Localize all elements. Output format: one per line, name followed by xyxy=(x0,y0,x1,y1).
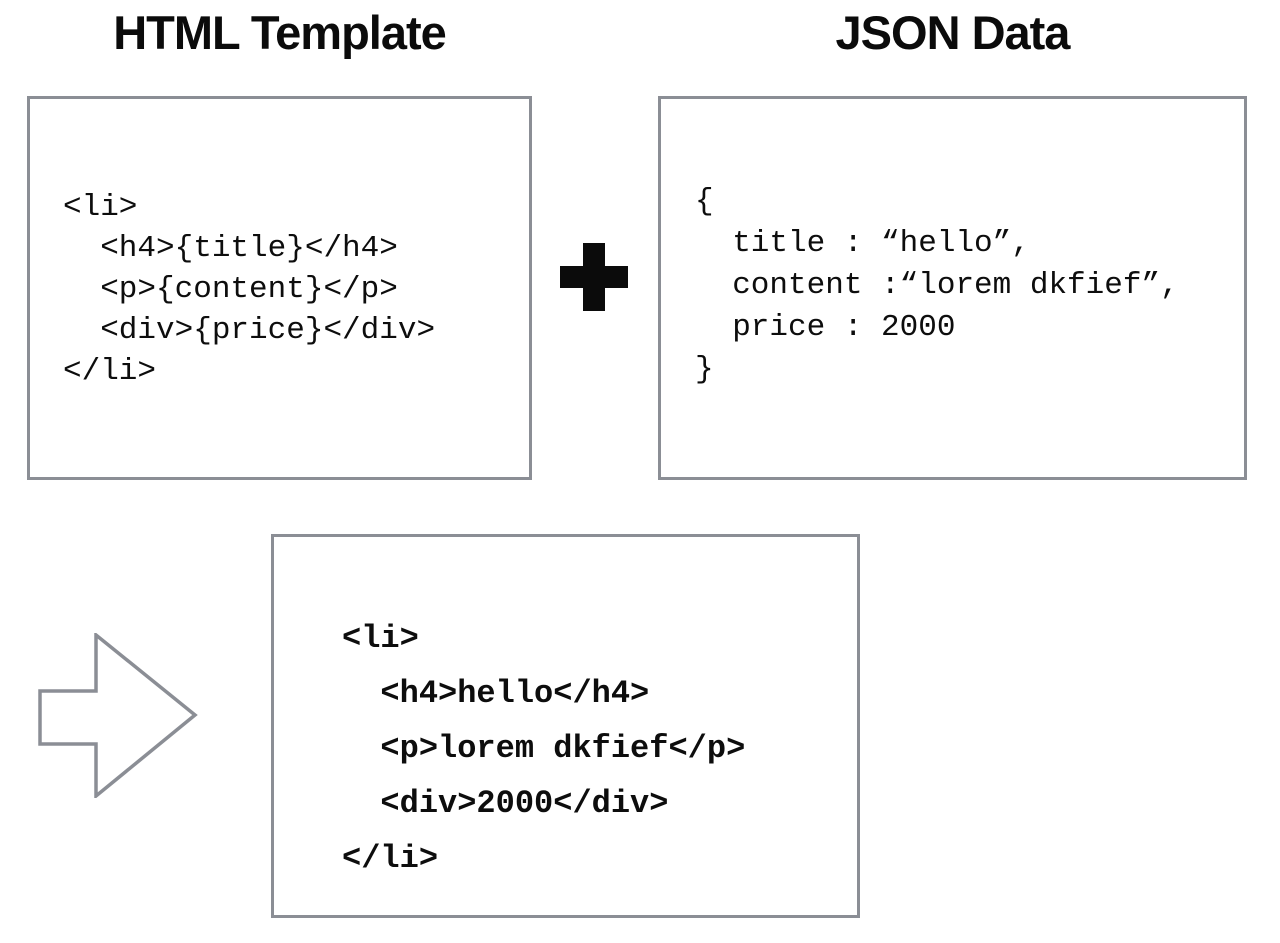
code-line: price : 2000 xyxy=(695,310,956,345)
html-template-box: <li> <h4>{title}</h4> <p>{content}</p> <… xyxy=(27,96,532,480)
code-line: <p>lorem dkfief</p> xyxy=(342,730,746,767)
json-data-title: JSON Data xyxy=(835,6,1071,59)
code-line: <div>2000</div> xyxy=(342,785,669,822)
result-code: <li> <h4>hello</h4> <p>lorem dkfief</p> … xyxy=(342,611,745,886)
html-template-title: HTML Template xyxy=(113,6,447,59)
html-template-code: <li> <h4>{title}</h4> <p>{content}</p> <… xyxy=(63,187,435,392)
code-line: </li> xyxy=(63,354,157,389)
code-line: <h4>hello</h4> xyxy=(342,675,650,712)
code-line: <li> xyxy=(63,190,138,225)
code-line: content :“lorem dkfief”, xyxy=(695,268,1179,303)
code-line: <div>{price}</div> xyxy=(63,313,436,348)
plus-icon xyxy=(560,243,628,311)
code-line: <h4>{title}</h4> xyxy=(63,231,398,266)
code-line: <li> xyxy=(342,620,419,657)
arrow-right-icon xyxy=(38,631,198,800)
code-line: } xyxy=(695,352,714,387)
json-data-code: { title : “hello”, content :“lorem dkfie… xyxy=(695,181,1179,391)
code-line: { xyxy=(695,184,714,219)
code-line: <p>{content}</p> xyxy=(63,272,398,307)
json-data-box: { title : “hello”, content :“lorem dkfie… xyxy=(658,96,1247,480)
result-box: <li> <h4>hello</h4> <p>lorem dkfief</p> … xyxy=(271,534,860,918)
code-line: title : “hello”, xyxy=(695,226,1030,261)
code-line: </li> xyxy=(342,840,439,877)
